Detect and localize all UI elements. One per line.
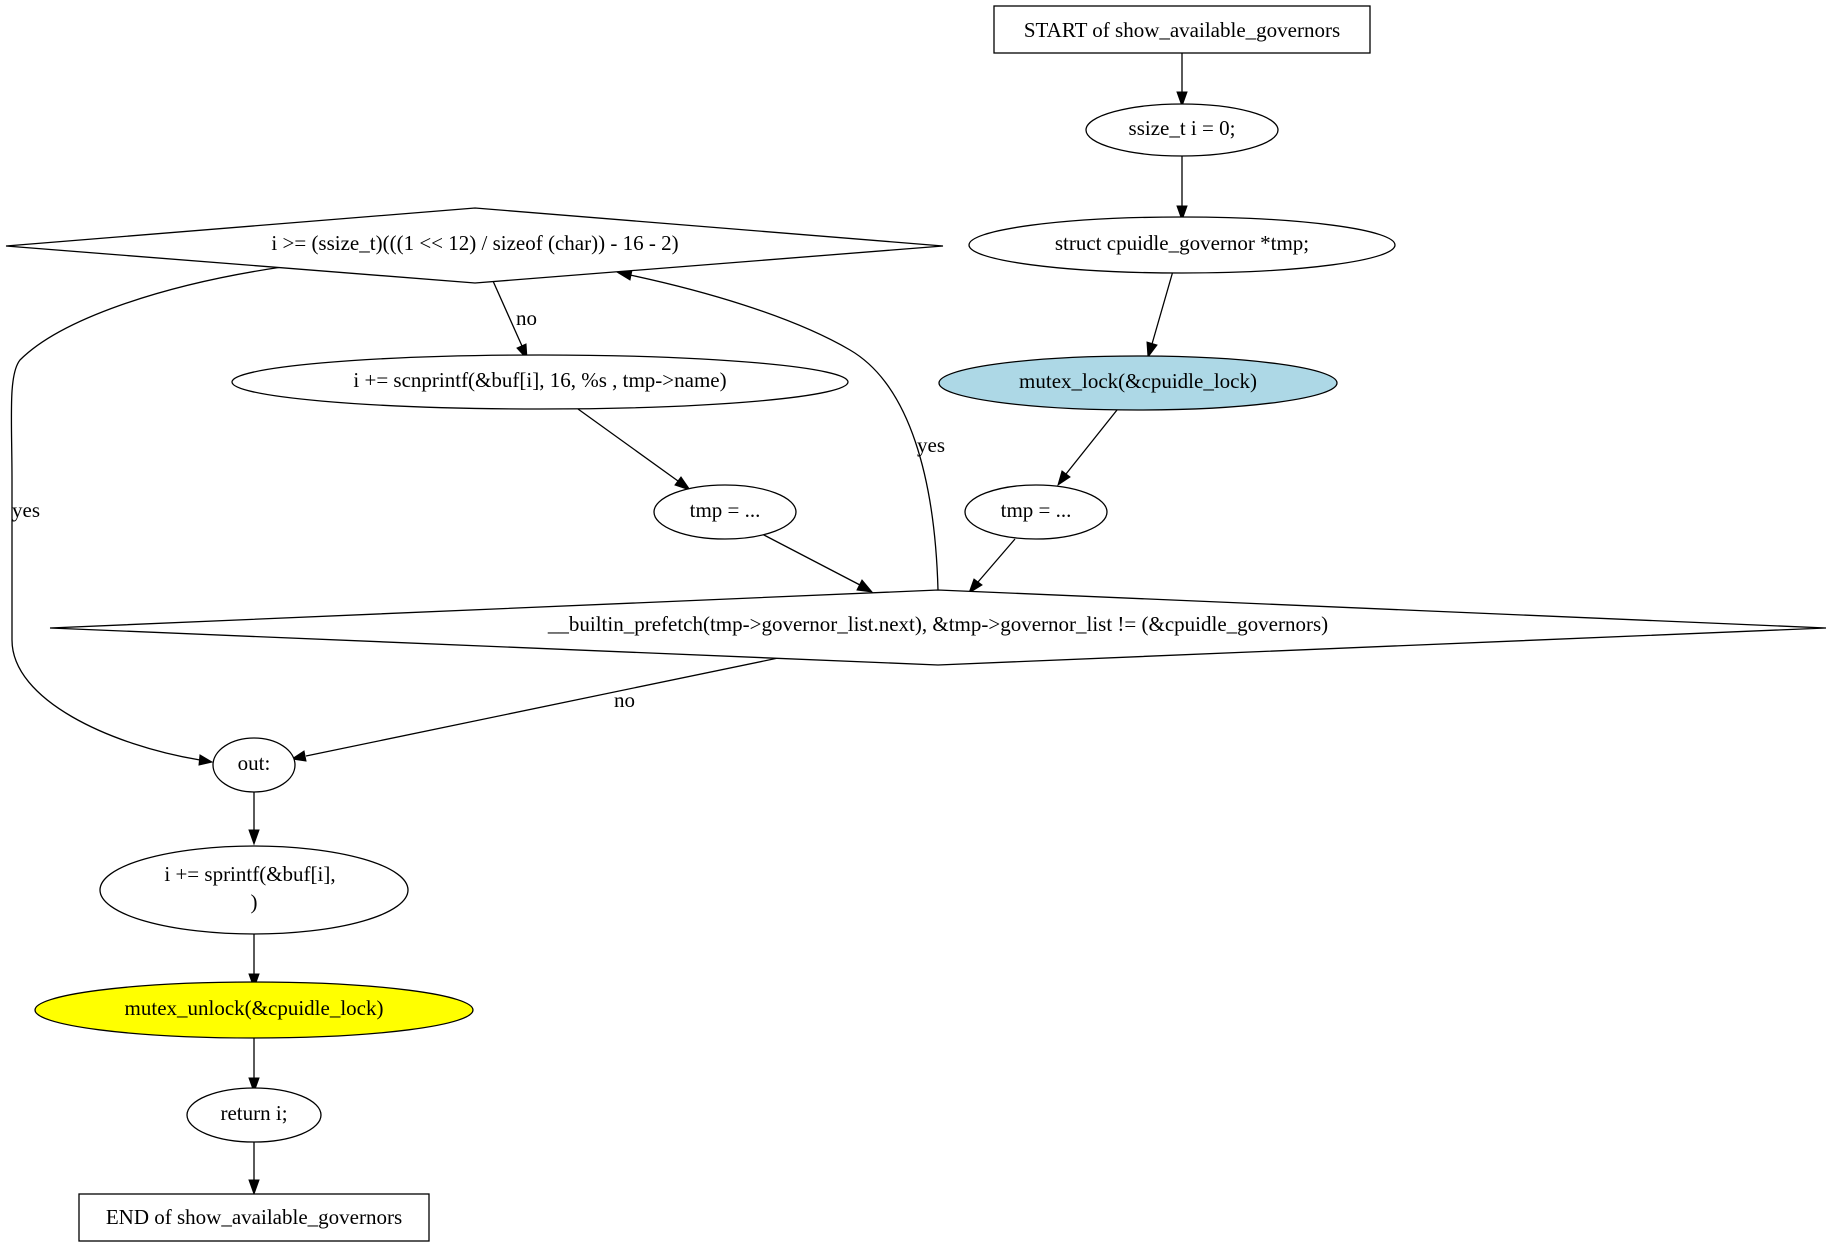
node-sprintf: i += sprintf(&buf[i], )	[99, 845, 409, 935]
edge-return-to-end	[248, 1142, 260, 1196]
edge-prefetch-to-cond-yes: yes	[615, 269, 945, 591]
edge-scnprintf-to-tmp2	[577, 408, 692, 491]
node-mutex-lock-label: mutex_lock(&cpuidle_lock)	[1019, 369, 1257, 393]
node-prefetch-label: __builtin_prefetch(tmp->governor_list.ne…	[547, 612, 1328, 636]
node-ssize-label: ssize_t i = 0;	[1129, 116, 1236, 140]
nodes: START of show_available_governors ssize_…	[5, 5, 1827, 1242]
node-out: out:	[212, 737, 296, 793]
edge-tmp2-to-prefetch	[761, 533, 874, 593]
node-mutex-unlock: mutex_unlock(&cpuidle_lock)	[34, 981, 474, 1039]
node-scnprintf-shape	[231, 354, 849, 410]
edge-struct-to-mutex-lock	[1146, 270, 1174, 359]
node-sprintf-label-line1: i += sprintf(&buf[i],	[164, 862, 335, 886]
node-tmp-left: tmp = ...	[653, 484, 797, 540]
node-cond-shape	[5, 207, 944, 284]
edge-mutex-unlock-to-return	[248, 1038, 260, 1094]
node-scnprintf: i += scnprintf(&buf[i], 16, %s , tmp->na…	[231, 354, 849, 410]
node-mutex-lock: mutex_lock(&cpuidle_lock)	[938, 355, 1338, 411]
node-struct-label: struct cpuidle_governor *tmp;	[1055, 231, 1309, 255]
node-tmp-left-shape	[653, 484, 797, 540]
node-ssize-shape	[1085, 103, 1279, 157]
node-prefetch-shape	[49, 589, 1827, 666]
node-end: END of show_available_governors	[78, 1193, 430, 1242]
node-start-shape	[993, 5, 1371, 54]
node-out-shape	[212, 737, 296, 793]
edge-ssize-to-struct	[1176, 155, 1188, 222]
node-return-shape	[186, 1087, 322, 1143]
node-mutex-unlock-shape	[34, 981, 474, 1039]
node-tmp-left-label: tmp = ...	[690, 498, 761, 522]
edge-cond-to-out-yes: yes	[10, 266, 283, 766]
edge-tmp1-to-prefetch	[968, 538, 1016, 595]
edge-label-cond-no: no	[516, 306, 537, 330]
node-struct-shape	[968, 216, 1396, 274]
node-tmp-right: tmp = ...	[964, 484, 1108, 540]
node-sprintf-shape	[99, 845, 409, 935]
node-start-label: START of show_available_governors	[1024, 18, 1340, 42]
node-out-label: out:	[238, 751, 271, 775]
edge-label-prefetch-no: no	[614, 688, 635, 712]
node-ssize: ssize_t i = 0;	[1085, 103, 1279, 157]
node-end-label: END of show_available_governors	[106, 1205, 402, 1229]
node-mutex-lock-shape	[938, 355, 1338, 411]
edge-prefetch-to-out-no: no	[290, 656, 784, 762]
node-start: START of show_available_governors	[993, 5, 1371, 54]
edge-out-to-sprintf	[248, 792, 260, 846]
node-mutex-unlock-label: mutex_unlock(&cpuidle_lock)	[125, 996, 384, 1020]
node-struct: struct cpuidle_governor *tmp;	[968, 216, 1396, 274]
edge-cond-to-scnprintf-no: no	[492, 280, 537, 361]
node-scnprintf-label: i += scnprintf(&buf[i], 16, %s , tmp->na…	[353, 368, 726, 392]
edge-start-to-ssize	[1176, 53, 1188, 108]
node-return-label: return i;	[220, 1101, 287, 1125]
edge-sprintf-to-mutex-unlock	[248, 934, 260, 990]
node-end-shape	[78, 1193, 430, 1242]
node-tmp-right-shape	[964, 484, 1108, 540]
node-tmp-right-label: tmp = ...	[1001, 498, 1072, 522]
edge-mutex-lock-to-tmp1	[1057, 409, 1118, 487]
node-return: return i;	[186, 1087, 322, 1143]
node-cond-label: i >= (ssize_t)(((1 << 12) / sizeof (char…	[271, 231, 678, 255]
edges: yes no yes no	[10, 53, 1188, 1196]
edge-label-prefetch-yes: yes	[917, 433, 945, 457]
node-sprintf-label-line2: )	[251, 890, 258, 914]
node-cond: i >= (ssize_t)(((1 << 12) / sizeof (char…	[5, 207, 944, 284]
edge-label-cond-yes: yes	[12, 498, 40, 522]
node-prefetch: __builtin_prefetch(tmp->governor_list.ne…	[49, 589, 1827, 666]
